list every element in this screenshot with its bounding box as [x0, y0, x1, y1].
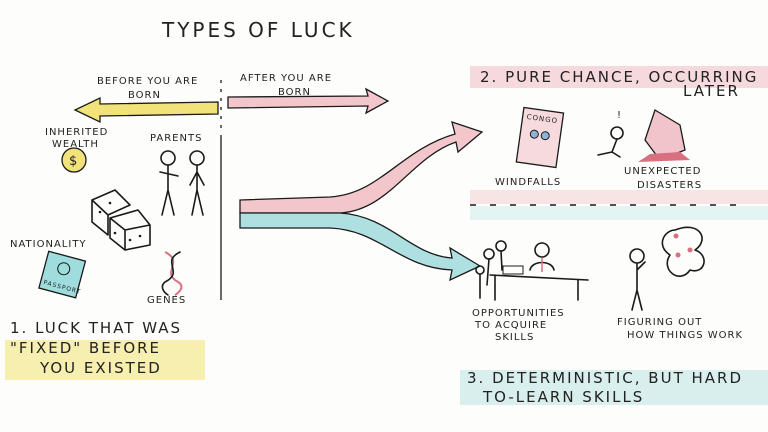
- category3-heading-1: 3. DETERMINISTIC, BUT HARD: [467, 369, 743, 387]
- category2-heading-2: LATER: [683, 82, 740, 100]
- stream-pink: [239, 121, 484, 214]
- category3-heading-2: TO-LEARN SKILLS: [482, 388, 644, 406]
- category1-heading-2: "FIXED" BEFORE: [10, 339, 161, 357]
- wealth-label-2: WEALTH: [52, 139, 99, 150]
- parents-label: PARENTS: [150, 133, 202, 144]
- passport-icon: PASSPORT: [38, 250, 87, 299]
- stream-teal: [239, 212, 482, 282]
- after-label-2: BORN: [278, 87, 311, 98]
- figuring-label-2: HOW THINGS WORK: [627, 330, 743, 341]
- arrow-after: [227, 87, 390, 115]
- parents-icon: [159, 150, 205, 216]
- dice-icon: [91, 189, 151, 251]
- opportunities-label-3: SKILLS: [495, 332, 534, 343]
- opportunities-label-2: TO ACQUIRE: [474, 320, 547, 331]
- after-label-1: AFTER YOU ARE: [240, 73, 332, 84]
- disasters-label-1: UNEXPECTED: [624, 166, 701, 177]
- thinking-figure-icon: [629, 226, 705, 311]
- highlight-3: [460, 370, 768, 405]
- wealth-label-1: INHERITED: [45, 127, 108, 138]
- nationality-label: NATIONALITY: [10, 239, 87, 250]
- genes-label: GENES: [147, 295, 186, 306]
- category2-heading-1: 2. PURE CHANCE, OCCURRING: [480, 68, 758, 86]
- before-label-1: BEFORE YOU ARE: [97, 76, 198, 87]
- title: TYPES OF LUCK: [161, 18, 355, 42]
- windfalls-label: WINDFALLS: [495, 177, 561, 188]
- arrow-before: [73, 96, 219, 124]
- falling-rock-icon: [597, 109, 690, 162]
- coin-icon: $: [61, 147, 87, 173]
- dna-icon: [161, 251, 183, 296]
- band-teal: [470, 206, 768, 220]
- category1-heading-3: YOU EXISTED: [39, 359, 162, 377]
- highlight-1: [5, 340, 205, 380]
- highlight-2: [470, 66, 768, 88]
- disasters-label-2: DISASTERS: [637, 180, 702, 191]
- lottery-ticket-icon: CONGO: [515, 106, 565, 169]
- figuring-label-1: FIGURING OUT: [617, 317, 702, 328]
- before-label-2: BORN: [128, 90, 161, 101]
- alert-mark: !: [617, 110, 622, 121]
- band-pink: [470, 190, 768, 204]
- category1-heading-1: 1. LUCK THAT WAS: [10, 319, 182, 337]
- svg-text:$: $: [69, 154, 78, 169]
- desk-scene-icon: [475, 240, 589, 301]
- opportunities-label-1: OPPORTUNITIES: [472, 308, 565, 319]
